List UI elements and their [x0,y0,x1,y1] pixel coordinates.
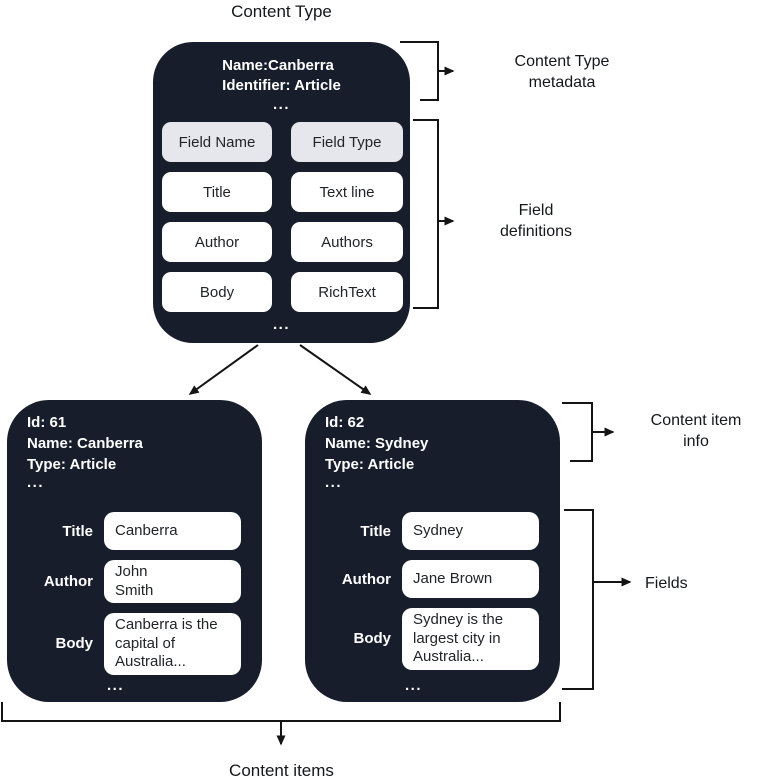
annotation-content-items: Content items [229,761,334,780]
field-name-header-chip: Field Name [162,122,272,162]
item-ellipsis: ... [404,677,422,694]
field-label: Body [353,630,392,648]
arrow-to-item-left [188,344,259,395]
field-name-chip-title: Title [162,172,272,212]
content-type-box: Name:Canberra Identifier: Article ... Fi… [153,42,410,343]
field-value-chip: Canberra is the capital of Australia... [104,613,241,675]
content-item-box-canberra: Id: 61 Name: Canberra Type: Article ... … [7,400,262,702]
field-row-author: Author John Smith [7,560,262,603]
field-row-body: Body Sydney is the largest city in Austr… [305,608,560,670]
bracket-field-definitions [413,119,439,309]
field-row-body: Body Canberra is the capital of Australi… [7,613,262,675]
field-value-chip: John Smith [104,560,241,603]
field-row-title: Title Canberra [7,512,262,550]
annotation-content-item-info: Content item info [650,412,742,450]
field-label: Title [360,522,391,540]
field-label: Body [55,635,94,653]
page-title: Content Type [231,2,332,21]
item-name: Name: Sydney [325,435,429,452]
item-ellipsis: ... [106,677,124,694]
item-info: Id: 61 Name: Canberra Type: Article ... [7,400,262,491]
item-name: Name: Canberra [27,435,143,452]
content-type-metadata: Name:Canberra Identifier: Article ... [222,56,341,112]
field-label: Author [341,570,391,588]
item-id: Id: 62 [325,414,365,431]
item-type: Type: Article [325,456,415,473]
field-type-header-chip: Field Type [291,122,403,162]
content-item-box-sydney: Id: 62 Name: Sydney Type: Article ... Ti… [305,400,560,702]
field-definitions-grid: Field Name Field Type Title Text line Au… [162,122,403,312]
item-info: Id: 62 Name: Sydney Type: Article ... [305,400,560,491]
content-type-name: Name:Canberra [222,57,334,74]
item-id: Id: 61 [27,414,67,431]
bracket-content-item-info [562,402,593,462]
field-value-chip: Sydney [402,512,539,550]
annotation-field-definitions: Field definitions [499,202,573,240]
item-fields: Title Sydney Author Jane Brown Body Sydn… [305,512,560,670]
field-name-chip-body: Body [162,272,272,312]
field-name-chip-author: Author [162,222,272,262]
bracket-content-items [1,702,561,722]
field-label: Title [62,522,93,540]
field-value-chip: Jane Brown [402,560,539,598]
item-type: Type: Article [27,456,117,473]
field-label: Author [43,573,93,590]
content-type-ellipsis: ... [272,316,290,333]
annotation-fields: Fields [645,575,688,592]
field-type-chip-title: Text line [291,172,403,212]
field-type-chip-body: RichText [291,272,403,312]
annotation-content-type-metadata: Content Type metadata [514,53,610,91]
item-info-ellipsis: ... [325,474,343,491]
item-fields: Title Canberra Author John Smith Body Ca… [7,512,262,675]
arrow-to-item-right [299,344,372,395]
field-row-author: Author Jane Brown [305,560,560,598]
item-info-ellipsis: ... [27,474,45,491]
field-row-title: Title Sydney [305,512,560,550]
field-value-chip: Canberra [104,512,241,550]
field-value-chip: Sydney is the largest city in Australia.… [402,608,539,670]
content-type-identifier: Identifier: Article [222,77,341,94]
field-type-chip-author: Authors [291,222,403,262]
bracket-fields [562,509,594,690]
metadata-ellipsis: ... [272,96,290,113]
